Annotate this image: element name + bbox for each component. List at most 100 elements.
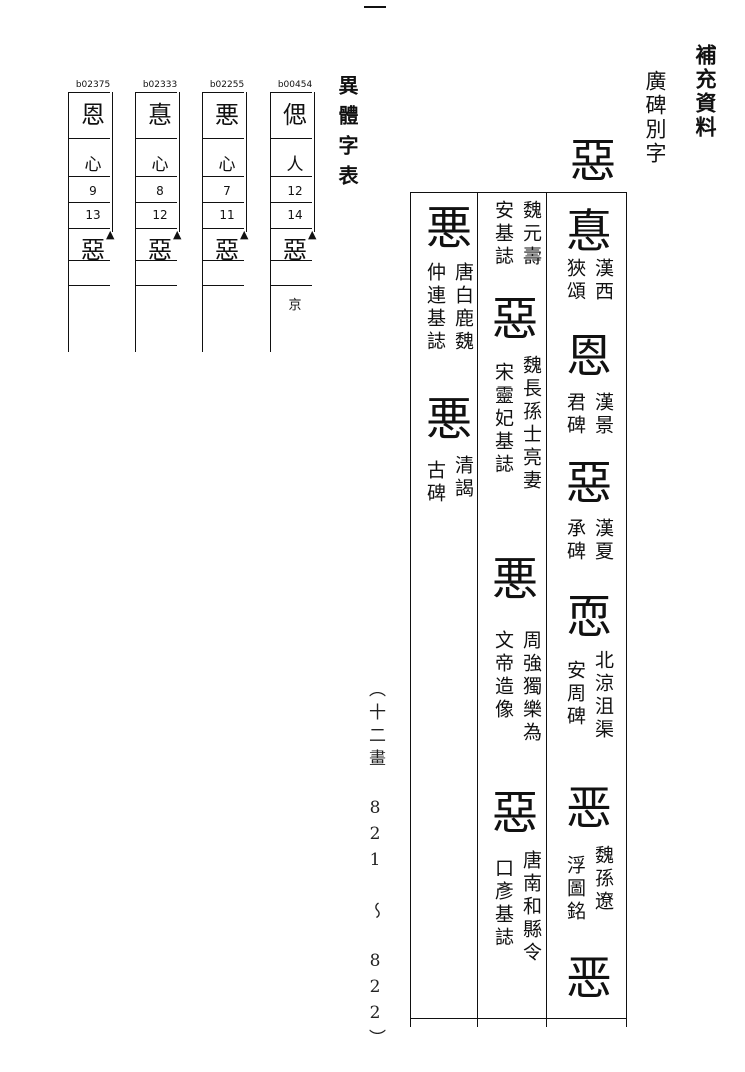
index-hline [202, 228, 244, 229]
entry-char: 悪 [426, 392, 472, 446]
entry-char: 恩 [566, 329, 612, 383]
index-hline [270, 228, 312, 229]
yiti-table-label: 異體字表 [335, 75, 359, 195]
index-vline [202, 92, 203, 352]
index-vline [68, 92, 69, 352]
supplement-title: 補充資料 [693, 44, 718, 140]
index-cell-head: 惪 [148, 101, 172, 129]
top-rule [364, 6, 386, 8]
entry-char: 惡 [492, 292, 538, 346]
index-hline [270, 176, 312, 177]
entry-source: 仲連基誌 [424, 262, 446, 354]
index-hline [135, 92, 177, 93]
index-vline [246, 92, 247, 232]
index-hline [270, 285, 312, 286]
entry-source: 唐白鹿魏 [452, 262, 474, 354]
frame-line-col1 [546, 192, 547, 1027]
mark-triangle-icon: ▲ [173, 228, 182, 241]
entry-source: 魏元壽 [520, 200, 542, 269]
index-cell-stroke-a: 8 [156, 184, 164, 198]
entry-source: 漢西 [592, 258, 614, 304]
index-hline [135, 285, 177, 286]
index-cell-radical: 人 [286, 155, 304, 175]
index-hline [202, 176, 244, 177]
index-cell-variant: 惡 [81, 236, 105, 264]
index-vline [179, 92, 180, 232]
index-code: b02375 [75, 80, 111, 90]
frame-line-col3 [410, 192, 411, 1027]
entry-source: 文帝造像 [492, 630, 514, 722]
mark-triangle-icon: ▲ [106, 228, 115, 241]
index-vline [112, 92, 113, 232]
index-vline [135, 92, 136, 352]
index-hline [68, 260, 110, 261]
entry-char: 悪 [426, 201, 472, 255]
entry-source: 漢景 [592, 392, 614, 438]
entry-source: 魏長孫士亮妻 [520, 355, 542, 493]
index-vline [270, 92, 271, 352]
entry-source: 安基誌 [492, 200, 514, 269]
index-column: b02255 悪心 7 11 惡▲ [202, 80, 252, 352]
index-hline [270, 92, 312, 93]
entry-char: 恶 [566, 951, 612, 1005]
entry-char: 恶 [566, 781, 612, 835]
mark-triangle-icon: ▲ [308, 228, 317, 241]
index-hline [270, 138, 312, 139]
index-hline [68, 176, 110, 177]
index-hline [135, 260, 177, 261]
index-column: b02375 恩心 9 13 惡▲ [68, 80, 118, 352]
index-code: b00454 [277, 80, 313, 90]
index-hline [68, 228, 110, 229]
index-cell-head: 恩 [81, 101, 105, 129]
index-hline [135, 228, 177, 229]
index-note: 京 [288, 298, 302, 313]
index-hline [68, 202, 110, 203]
source-title: 廣碑別字 [643, 70, 667, 166]
index-hline [202, 285, 244, 286]
frame-line-bottom [410, 1018, 626, 1019]
index-cell-stroke-a: 9 [89, 184, 97, 198]
entry-char: 悪 [492, 552, 538, 606]
entry-char: 惡 [566, 456, 612, 510]
index-cell-variant: 惡 [215, 236, 239, 264]
entry-source: 承碑 [564, 518, 586, 564]
entry-source: 漢夏 [592, 518, 614, 564]
entry-source: 浮圖銘 [564, 855, 586, 924]
index-cell-radical: 心 [151, 155, 169, 175]
index-cell-stroke-b: 12 [152, 208, 168, 222]
index-hline [135, 202, 177, 203]
index-hline [68, 92, 110, 93]
entry-source: 宋靈妃基誌 [492, 362, 514, 477]
index-cell-stroke-a: 12 [287, 184, 303, 198]
index-cell-stroke-a: 7 [223, 184, 231, 198]
index-cell-variant: 惡 [283, 236, 307, 264]
index-hline [202, 260, 244, 261]
entry-source: 安周碑 [564, 660, 586, 729]
index-hline [202, 202, 244, 203]
entry-source: 清謁 [452, 455, 474, 501]
index-hline [135, 138, 177, 139]
index-cell-stroke-b: 11 [219, 208, 235, 222]
index-cell-stroke-b: 13 [85, 208, 101, 222]
index-code: b02255 [209, 80, 245, 90]
entry-char: 惡 [492, 786, 538, 840]
entry-source: 古碑 [424, 460, 446, 506]
headword-char: 惡 [570, 134, 616, 188]
entry-source: 唐南和縣令 [520, 850, 542, 965]
entry-source: 狹頌 [564, 258, 586, 304]
index-hline [68, 285, 110, 286]
index-hline [202, 92, 244, 93]
index-vline [314, 92, 315, 232]
entry-source: 北涼沮渠 [592, 650, 614, 742]
mark-triangle-icon: ▲ [240, 228, 249, 241]
index-cell-radical: 心 [218, 155, 236, 175]
entry-char: 恧 [566, 590, 612, 644]
entry-char: 惪 [566, 204, 612, 258]
index-cell-stroke-b: 14 [287, 208, 303, 222]
entry-source: 魏孫遼 [592, 845, 614, 914]
index-cell-radical: 心 [84, 155, 102, 175]
index-hline [202, 138, 244, 139]
index-cell-head: 悪 [215, 101, 239, 129]
